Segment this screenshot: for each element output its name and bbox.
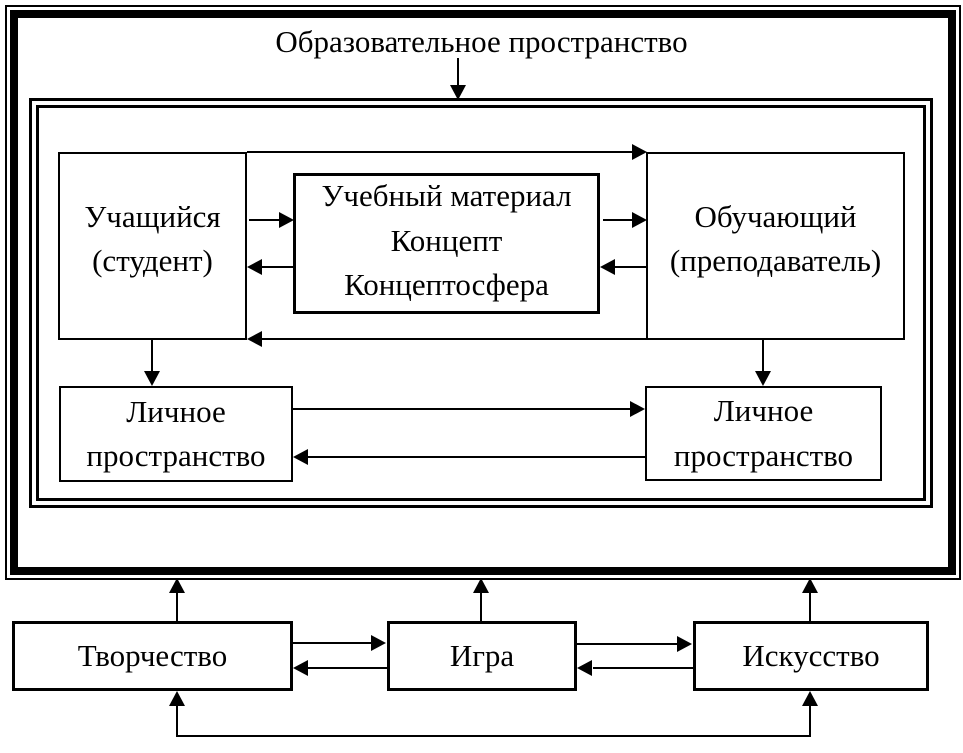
connector-creativity-to-frame (176, 592, 178, 621)
node-material-line3: Концептосфера (344, 266, 549, 302)
arrowhead-student-to-material (279, 212, 294, 228)
connector-loop-bottom (176, 735, 811, 737)
connector-material-to-student (262, 266, 293, 268)
connector-student-to-material (249, 219, 280, 221)
node-material: Учебный материал Концепт Концептосфера (293, 173, 600, 314)
node-creativity-label: Творчество (77, 637, 228, 673)
arrowhead-title-down (450, 85, 466, 100)
arrowhead-loop-to-art (802, 691, 818, 706)
connector-material-to-teacher (603, 219, 633, 221)
node-creativity: Творчество (12, 621, 293, 691)
connector-personal-right-to-left (308, 456, 645, 458)
connector-creativity-to-game (293, 642, 372, 644)
node-personal-left-line1: Личное (126, 393, 226, 429)
connector-title-line (457, 58, 459, 86)
node-student-line1: Учащийся (84, 198, 221, 234)
connector-art-to-game (593, 667, 693, 669)
arrowhead-creativity-to-game (371, 635, 386, 651)
node-personal-right-line2: пространство (673, 437, 854, 473)
node-personal-left-line2: пространство (86, 438, 266, 473)
connector-student-to-personal (151, 340, 153, 373)
arrowhead-game-to-creativity (293, 660, 308, 676)
arrowhead-art-to-game (577, 660, 592, 676)
node-material-line1: Учебный материал (321, 178, 572, 214)
connector-loop-right-riser (809, 705, 811, 737)
arrowhead-personal-left-to-right (630, 401, 645, 417)
arrowhead-student-to-personal (144, 371, 160, 386)
connector-teacher-to-personal (762, 340, 764, 373)
arrowhead-teacher-to-material (600, 259, 615, 275)
node-game: Игра (387, 621, 577, 691)
node-personal-right-line1: Личное (713, 393, 814, 429)
node-teacher-line1: Обучающий (694, 198, 857, 234)
arrowhead-game-to-art (677, 636, 692, 652)
node-material-line2: Концепт (390, 222, 503, 258)
arrowhead-creativity-to-frame (169, 578, 185, 593)
arrowhead-art-to-frame (802, 578, 818, 593)
connector-teacher-to-student-bottom (262, 338, 646, 340)
arrowhead-loop-to-creativity (169, 691, 185, 706)
node-student-line2: (студент) (92, 243, 213, 278)
connector-student-to-teacher-top (247, 151, 633, 153)
node-personal-space-left: Личное пространство (59, 386, 293, 482)
arrowhead-material-to-student (247, 259, 262, 275)
connector-loop-left-riser (176, 705, 178, 737)
connector-teacher-to-material (615, 266, 646, 268)
node-personal-space-right: Личное пространство (645, 386, 882, 481)
node-teacher-line2: (преподаватель) (669, 243, 882, 278)
arrowhead-personal-right-to-left (293, 449, 308, 465)
arrowhead-teacher-to-student (247, 331, 262, 347)
node-teacher: Обучающий (преподаватель) (646, 152, 905, 340)
diagram-title: Образовательное пространство (275, 24, 688, 59)
arrowhead-student-to-teacher (632, 144, 647, 160)
connector-art-to-frame (809, 592, 811, 621)
connector-game-to-art (577, 643, 678, 645)
connector-personal-left-to-right (293, 408, 631, 410)
arrowhead-teacher-to-personal (755, 371, 771, 386)
connector-game-to-creativity (308, 667, 387, 669)
arrowhead-game-to-frame (473, 578, 489, 593)
node-art: Искусство (693, 621, 929, 691)
arrowhead-material-to-teacher (632, 212, 647, 228)
node-student: Учащийся (студент) (58, 152, 247, 340)
node-art-label: Искусство (742, 637, 880, 673)
node-game-label: Игра (449, 637, 515, 673)
connector-game-to-frame (480, 592, 482, 621)
